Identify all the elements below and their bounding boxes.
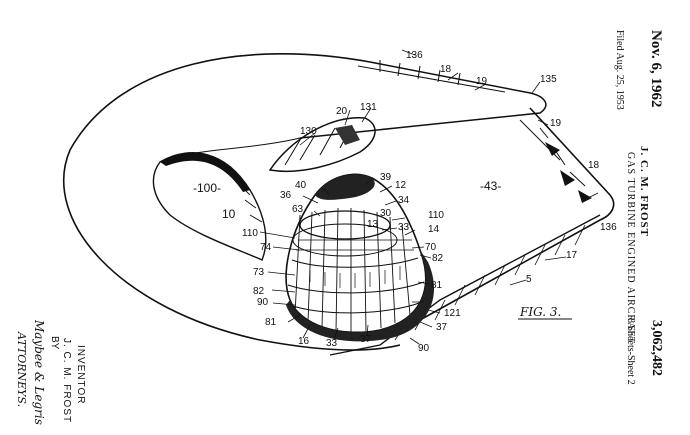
- patent-date: Nov. 6, 1962: [648, 30, 664, 108]
- canopy: [268, 117, 376, 173]
- sheet-info: 8 Sheets-Sheet 2: [625, 318, 636, 385]
- by-label: BY: [49, 336, 60, 350]
- ref-81-left: 81: [265, 317, 277, 328]
- slot-2: [560, 170, 575, 186]
- leader-lines: [259, 49, 599, 345]
- ref-12: 12: [395, 180, 407, 191]
- filed-date: Filed Aug. 25, 1953: [614, 30, 625, 110]
- ref-110-right: 110: [428, 210, 444, 221]
- ref-10: 10: [222, 207, 236, 221]
- ref-90-lower: 90: [418, 343, 430, 354]
- ref-43: -43-: [480, 179, 501, 193]
- ref-136-top: 136: [406, 50, 423, 61]
- wing-inner-arc: [159, 137, 301, 163]
- wing-tip-structure: [357, 60, 506, 93]
- ref-131: 131: [360, 102, 377, 113]
- inventor-label: INVENTOR: [75, 345, 86, 405]
- ref-74: 74: [260, 242, 272, 253]
- wing-right-edge: [419, 107, 615, 321]
- ref-135: 135: [540, 74, 557, 85]
- ref-40: 40: [295, 180, 307, 191]
- ref-73: 73: [253, 267, 265, 278]
- attorney-signature: Maybee & Legris: [32, 320, 46, 425]
- inventor-name: J. C. M. FROST: [61, 338, 72, 424]
- ref-121: 121: [444, 308, 461, 319]
- ref-33-upper: 33: [398, 222, 410, 233]
- figure-label: FIG. 3.: [519, 305, 561, 319]
- inventor-header: J. C. M. FROST: [638, 146, 650, 237]
- canopy-frame: [284, 124, 353, 166]
- ref-33-lower: 33: [326, 338, 338, 349]
- ref-18-top: 18: [440, 64, 452, 75]
- ref-36: 36: [280, 190, 292, 201]
- ref-37-lower: 37: [360, 334, 372, 345]
- ref-110-left: 110: [242, 228, 258, 239]
- ref-5: 5: [526, 274, 532, 285]
- rotor-cells: [296, 239, 414, 288]
- rotor-top-shading: [315, 174, 375, 200]
- wing-upper-edge: [299, 61, 547, 139]
- ref-13: 13: [367, 219, 379, 230]
- compressor-bands: [287, 257, 425, 314]
- wing-right-slots: [519, 119, 586, 187]
- ref-39: 39: [380, 172, 392, 183]
- ref-30: 30: [380, 208, 392, 219]
- ref-19-top: 19: [476, 76, 488, 87]
- ref-18-right: 18: [588, 160, 600, 171]
- ref-17: 17: [566, 250, 578, 261]
- ref-81-right: 81: [431, 280, 443, 291]
- intake-opening: [152, 152, 267, 261]
- patent-number: 3,062,482: [649, 320, 664, 376]
- patent-title: GAS TURBINE ENGINED AIRCRAFT: [625, 152, 636, 344]
- ref-19-right: 19: [550, 118, 562, 129]
- ref-82-left: 82: [253, 286, 265, 297]
- ref-63: 63: [292, 204, 304, 215]
- intake-ribs: [239, 184, 263, 223]
- ref-14: 14: [428, 224, 440, 235]
- ref-130: 130: [300, 126, 317, 137]
- attorneys-label: ATTORNEYS.: [15, 332, 28, 408]
- slot-1: [545, 142, 560, 156]
- intake-lip-shading: [160, 152, 250, 192]
- ref-82-right: 82: [432, 253, 444, 264]
- ref-90-left: 90: [257, 297, 269, 308]
- rotor-ribs: [294, 207, 411, 332]
- ref-37-right: 37: [436, 322, 448, 333]
- wing-outline: [63, 53, 401, 351]
- slot-3: [578, 190, 592, 203]
- canopy-shading: [335, 125, 360, 145]
- ref-136-right: 136: [600, 222, 617, 233]
- ref-70: 70: [425, 242, 437, 253]
- ref-34: 34: [398, 195, 410, 206]
- ref-20: 20: [336, 106, 348, 117]
- ref-100: -100-: [193, 181, 221, 195]
- ref-16: 16: [298, 336, 310, 347]
